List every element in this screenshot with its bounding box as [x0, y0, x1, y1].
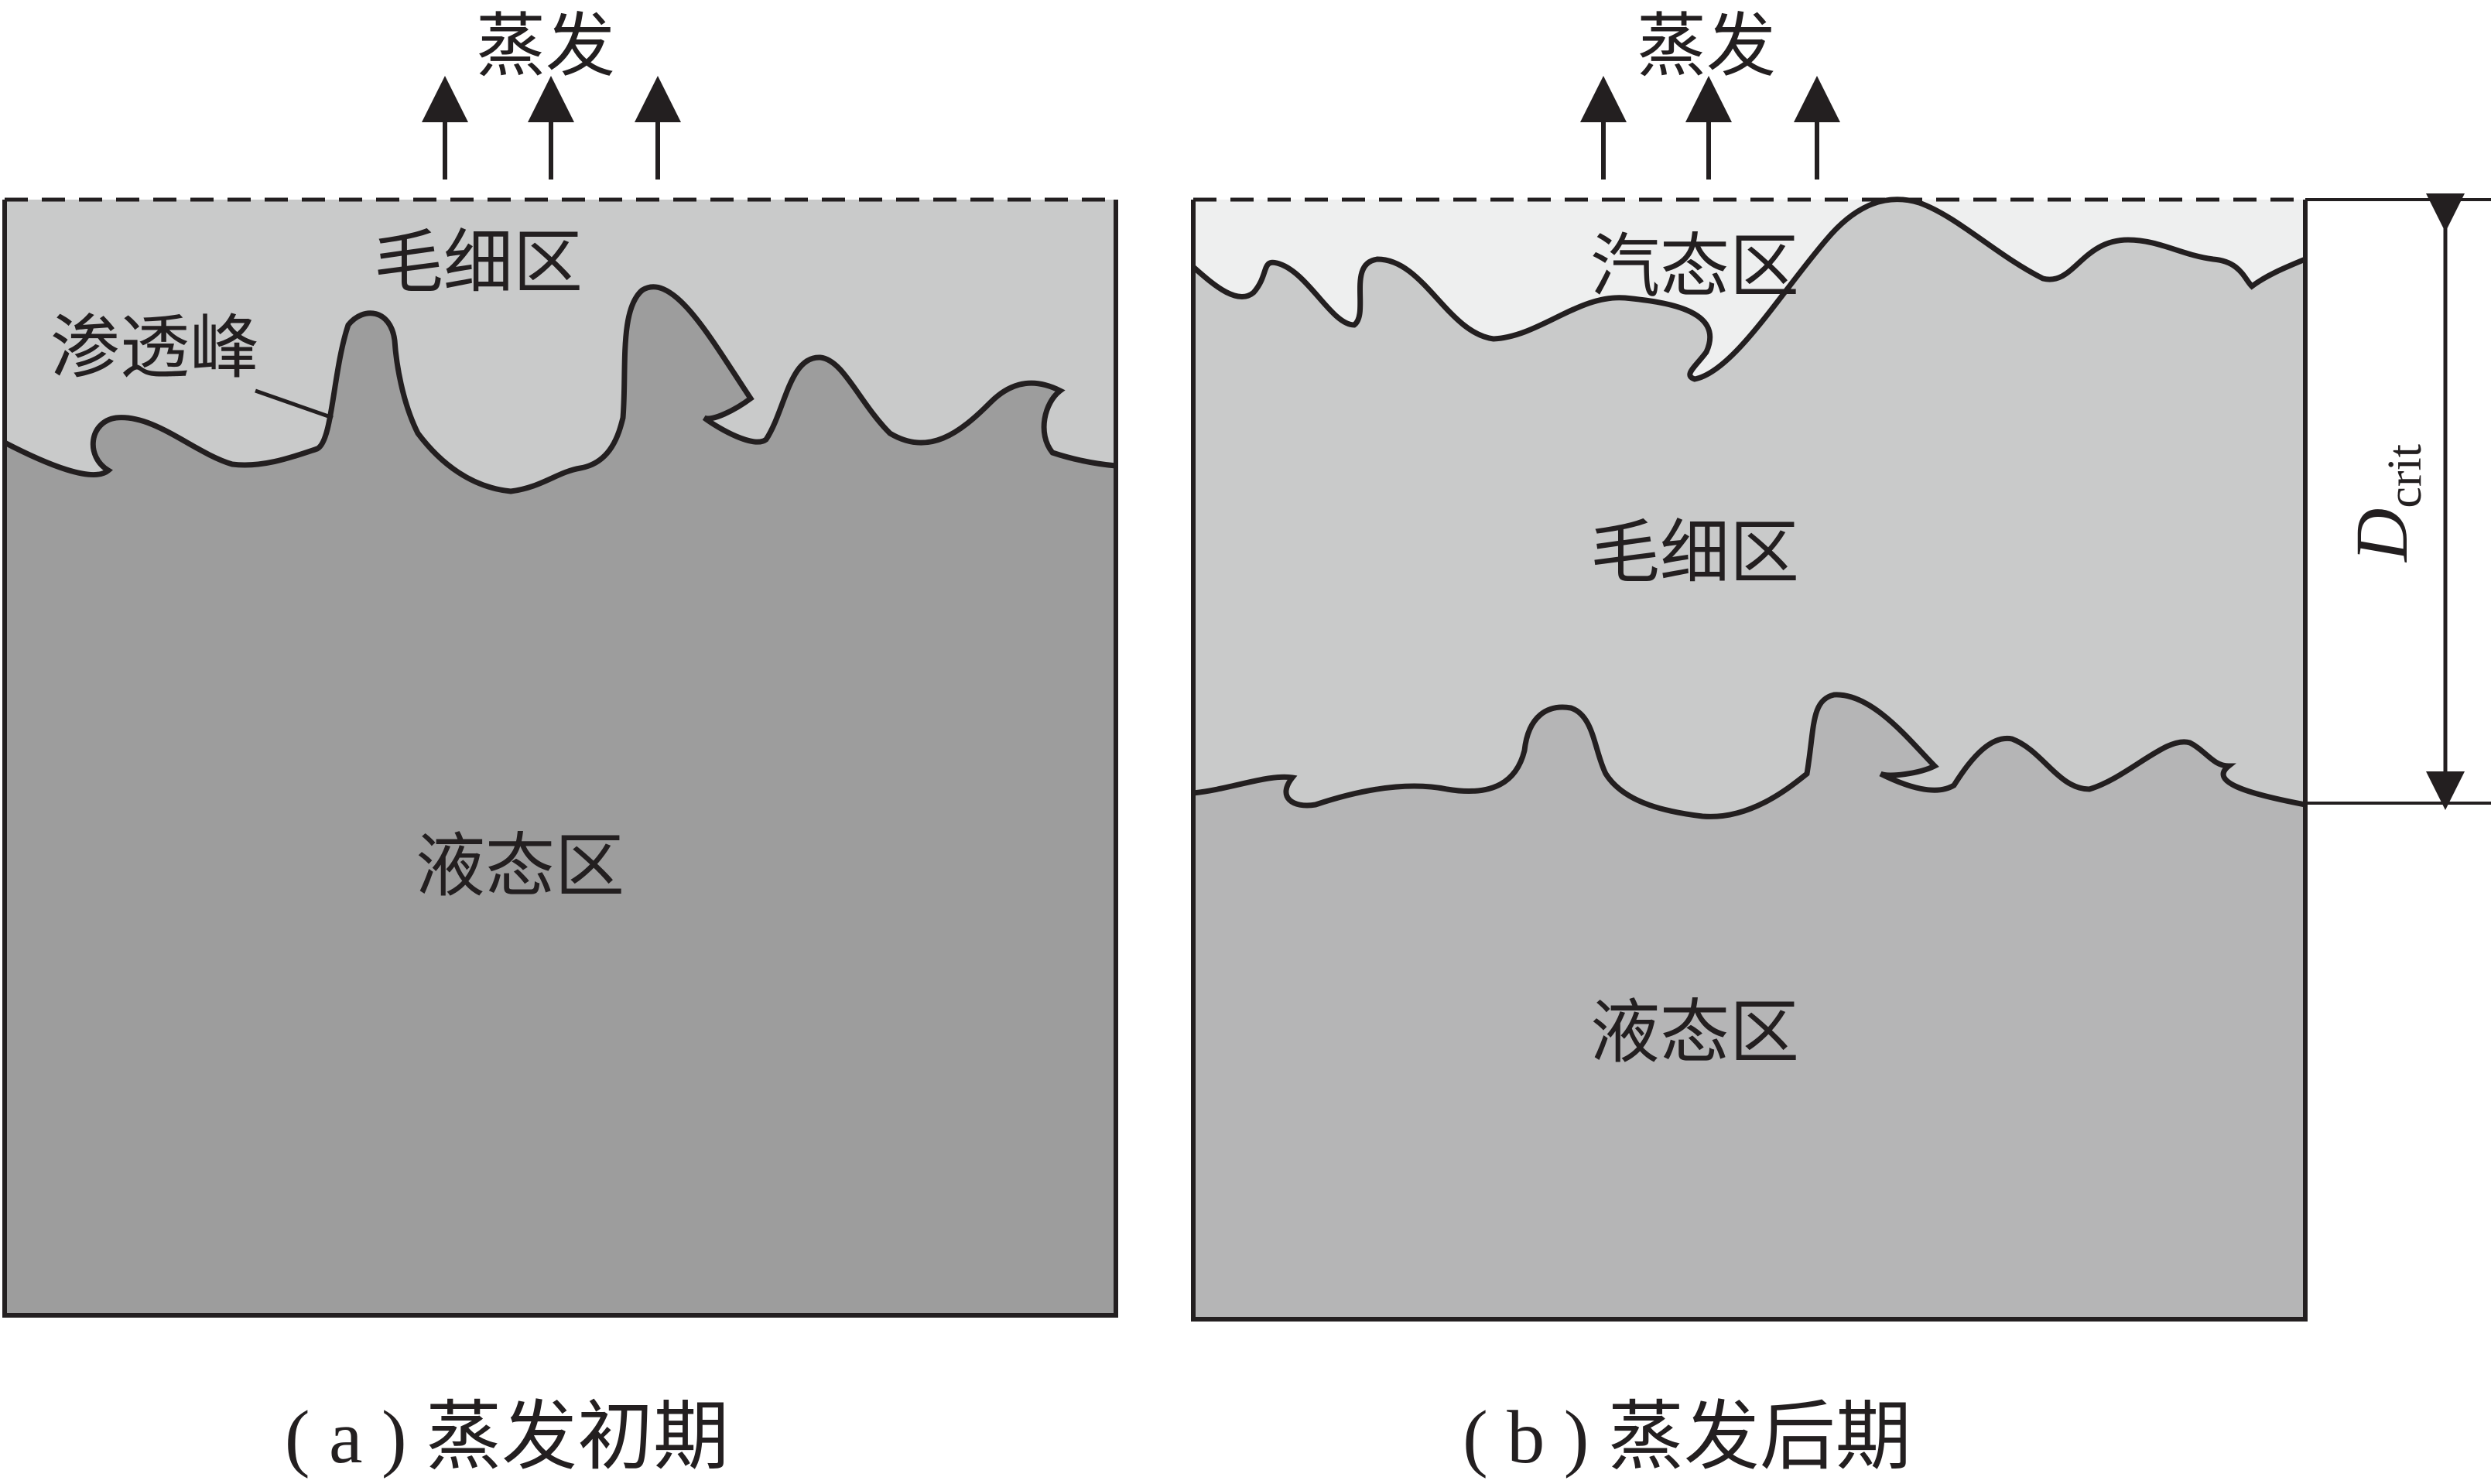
panel-a-capillary-label: 毛细区 [374, 222, 583, 303]
panel-b-depth-label: Dcrit [2340, 444, 2431, 563]
panel-a-frame [2, 200, 1118, 1318]
panel-a-peak-label: 渗透峰 [50, 307, 259, 388]
panel-b-liquid-label: 液态区 [1590, 992, 1799, 1073]
panel-a-interface-line [3, 284, 1117, 494]
panel-b-frame [1191, 200, 2308, 1322]
panel-a-liquid-label: 液态区 [416, 826, 624, 907]
panel-b-caption: ( b ) 蒸发后期 [1463, 1396, 1911, 1479]
panel-a-peak-leader [255, 388, 334, 420]
panel-b-liquid-zone [1193, 694, 2305, 1319]
panel-b-lower-interface-line [1192, 692, 2306, 819]
panel-a: 蒸发 毛细区 渗透峰 液态区 ( a ) 蒸发初期 [2, 5, 1118, 1479]
panel-b-capillary-label: 毛细区 [1590, 512, 1799, 593]
depth-subscript: crit [2379, 444, 2431, 508]
panel-b-evaporation-label: 蒸发 [1637, 5, 1776, 87]
panel-a-caption: ( a ) 蒸发初期 [285, 1396, 729, 1479]
svg-text:Dcrit: Dcrit [2340, 444, 2431, 563]
panel-b-vapor-label: 汽态区 [1590, 226, 1799, 307]
panel-b-upper-interface-line [1191, 197, 2307, 382]
panel-a-liquid-zone [5, 286, 1116, 1315]
depth-symbol: D [2340, 508, 2423, 563]
panel-b: Dcrit 蒸发 汽态区 毛细区 液态区 ( b ) 蒸发后期 [1191, 5, 2491, 1479]
panel-a-evaporation-label: 蒸发 [476, 5, 615, 87]
